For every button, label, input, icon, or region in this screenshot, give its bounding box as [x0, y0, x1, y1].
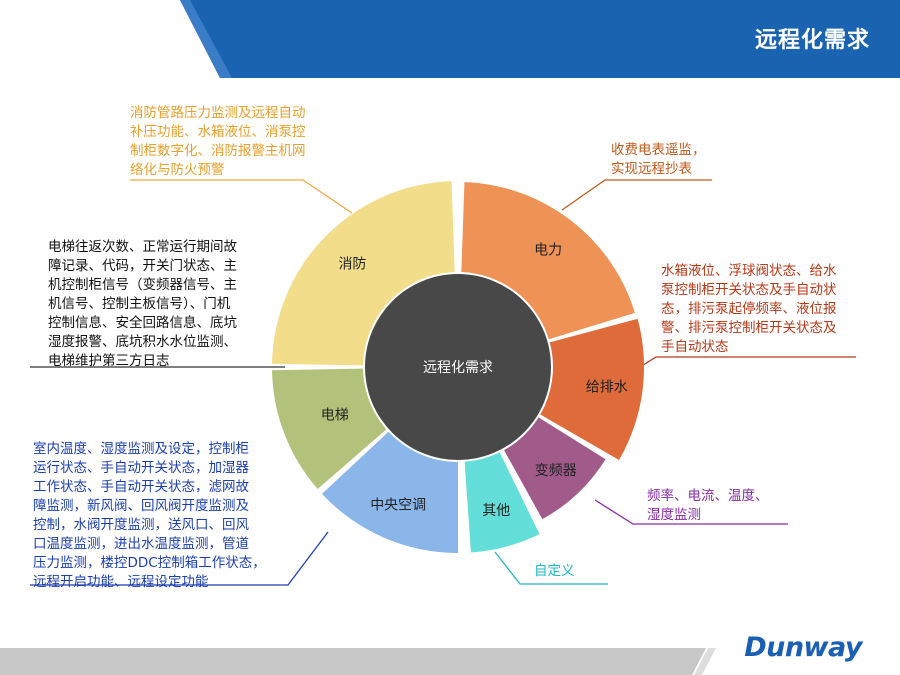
desc-line: 运行状态、手自动开关状态，加湿器: [33, 460, 249, 476]
center-label: 远程化需求: [423, 360, 493, 376]
connector-ac: [30, 531, 329, 586]
header-band: [0, 0, 900, 78]
desc-fire: 消防管路压力监测及远程自动补压功能、水箱液位、消泵控制柜数字化、消防报警主机网络…: [130, 104, 306, 180]
desc-line: 控制信息、安全回路信息、底坑: [48, 315, 237, 331]
desc-line: 压力监测，楼控DDC控制箱工作状态，: [33, 555, 266, 571]
dunway-logo: Dunway: [744, 632, 862, 663]
page-title: 远程化需求: [754, 28, 870, 53]
header-accent-stripe: [180, 0, 232, 78]
footer-band: [0, 648, 716, 675]
desc-line: 障监测，新风阀、回风阀开度监测及: [33, 498, 249, 514]
desc-elevator: 电梯往返次数、正常运行期间故障记录、代码，开关门状态、主机控制柜信号（变频器信号…: [48, 238, 237, 371]
connector-inverter: [594, 499, 788, 525]
segment-label-other: 其他: [482, 503, 510, 519]
desc-line: 水箱液位、浮球阀状态、给水: [661, 263, 837, 279]
segment-power: [461, 182, 635, 340]
desc-line: 收费电表遥监，: [611, 142, 706, 158]
segment-label-water: 给排水: [586, 380, 628, 396]
desc-line: 障记录、代码，开关门状态、主: [48, 258, 237, 274]
desc-line: 湿度报警、底坑积水水位监测、: [48, 334, 237, 350]
desc-line: 手自动状态: [661, 339, 729, 355]
segment-label-elevator: 电梯: [321, 407, 349, 423]
desc-line: 警、排污泵控制柜开关状态及: [661, 320, 837, 336]
desc-line: 消防管路压力监测及远程自动: [130, 105, 306, 121]
segment-label-ac: 中央空调: [370, 498, 426, 514]
desc-line: 机信号、控制主板信号）、门机: [48, 296, 231, 312]
footer-accent-stripe: [694, 648, 716, 675]
header-blue-bar: [180, 0, 900, 78]
desc-line: 实现远程抄表: [611, 161, 692, 177]
desc-line: 远程开启功能、远程设定功能: [33, 574, 209, 590]
desc-line: 态，排污泵起停频率、液位报: [661, 301, 837, 317]
desc-line: 湿度监测: [647, 507, 701, 523]
desc-other: 自定义: [534, 562, 575, 581]
desc-line: 工作状态、手自动开关状态，滤网故: [33, 479, 249, 495]
desc-water: 水箱液位、浮球阀状态、给水泵控制柜开关状态及手自动状态，排污泵起停频率、液位报警…: [661, 262, 837, 357]
desc-line: 电梯往返次数、正常运行期间故: [48, 239, 237, 255]
center-circle: [365, 274, 551, 460]
desc-inverter: 频率、电流、温度、湿度监测: [647, 487, 769, 525]
desc-line: 室内温度、湿度监测及设定，控制柜: [33, 441, 249, 457]
desc-line: 制柜数字化、消防报警主机网: [130, 143, 306, 159]
desc-line: 络化与防火预警: [130, 162, 225, 178]
segment-label-inverter: 变频器: [535, 463, 577, 479]
connector-other: [494, 551, 608, 585]
segment-fire: [272, 181, 455, 366]
connector-power: [561, 179, 712, 211]
header-white-area: [0, 0, 178, 62]
desc-line: 泵控制柜开关状态及手自动状: [661, 282, 837, 298]
connector-fire: [130, 179, 353, 214]
segment-ac: [321, 431, 458, 553]
desc-line: 口温度监测，进出水温度监测，管道: [33, 536, 249, 552]
segment-inverter: [504, 417, 606, 520]
segment-label-power: 电力: [534, 243, 562, 259]
desc-line: 自定义: [534, 563, 575, 579]
segment-water: [540, 318, 644, 460]
desc-power: 收费电表遥监， 实现远程抄表: [611, 141, 706, 179]
desc-line: 控制，水阀开度监测，送风口、回风: [33, 517, 249, 533]
desc-ac: 室内温度、湿度监测及设定，控制柜运行状态、手自动开关状态，加湿器工作状态、手自动…: [33, 440, 266, 592]
connector-water: [639, 356, 856, 368]
desc-line: 机控制柜信号（变频器信号、主: [48, 277, 237, 293]
connector-lines: [30, 179, 856, 586]
segment-other: [464, 452, 540, 553]
desc-line: 频率、电流、温度、: [647, 488, 769, 504]
footer-gray-bar: [0, 648, 706, 675]
segment-label-fire: 消防: [338, 256, 366, 272]
segment-elevator: [272, 368, 387, 490]
desc-line: 补压功能、水箱液位、消泵控: [130, 124, 306, 140]
desc-line: 电梯维护第三方日志: [48, 353, 170, 369]
